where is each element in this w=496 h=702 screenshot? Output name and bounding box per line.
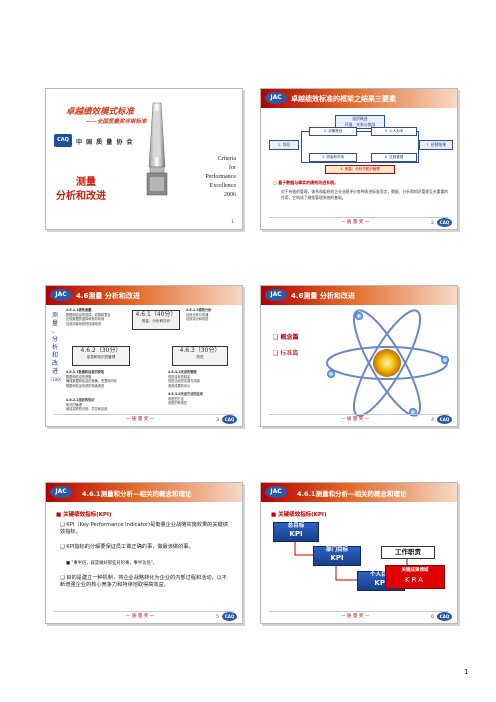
section-612: 4.6.1.2绩效分析 绩效分析与沟通 绩效评价和改进 [186, 308, 212, 322]
slide4-bullet-standard: ❑ 标准篇 [273, 350, 299, 357]
slide2-title: 卓越绩效标准的框架之结果三要素 [291, 95, 396, 103]
footer-mark: — 质 量 奖 — [341, 220, 370, 225]
slide5-title: 4.6.1测量和分析—相关的概念和理论 [82, 490, 192, 498]
section-621: 4.6.2.1数据和信息的获取 数据和信息的获取 确保数据和信息的准确、完整和可… [66, 370, 117, 388]
diagram-frame [301, 131, 419, 163]
slide-4: JAC 4.6测量 分析和改进 ❑ 概念篇 ❑ 标准篇 — 质 量 奖 — 4 … [260, 285, 458, 427]
org-kpi-box: 总目标 KPI [273, 522, 319, 542]
caq-footer-logo: CAQ [437, 612, 452, 621]
footer-mark: — 质 量 奖 — [126, 614, 155, 619]
box-461: 4.6.1（40分） 测量、分析和评价 [132, 310, 180, 330]
slide-page-number: 5 [216, 615, 219, 620]
diagram-process: 6. 过程管理 [371, 153, 417, 162]
slide6-subtitle: ■ 关键绩效指标(KPI) [271, 512, 327, 518]
slide-page-number: 1 [231, 220, 234, 225]
footer-mark: — 质 量 奖 — [126, 417, 155, 422]
slide-page-number: 3 [216, 418, 219, 423]
caq-footer-logo: CAQ [222, 612, 237, 621]
slide1-subtitle: ——全国质量奖评审标准 [86, 119, 147, 125]
slide5-subtitle: ■ 关键绩效指标(KPI) [56, 512, 112, 518]
slide-header [261, 89, 457, 108]
slide1-title: 卓越绩效模式标准 [66, 107, 135, 117]
slide-page-number: 6 [431, 615, 434, 620]
atom-icon [326, 309, 449, 417]
caq-footer-logo: CAQ [437, 218, 452, 227]
footer-divider [269, 217, 449, 218]
footer-divider [269, 414, 449, 415]
caq-footer-logo: CAQ [222, 415, 237, 424]
slide-header [261, 286, 457, 305]
caq-footer-logo: CAQ [437, 415, 452, 424]
diagram-people: 5. 以人为本 [371, 127, 417, 136]
slide2-body: 对于有效的管理，体系和组织的企业业绩评价各种改进标准而言，数据、分析和知识管理至… [281, 189, 449, 200]
slide5-paragraph-3: ❑ 目的是建立一种机制，将企业战略转化为企业的内部过程和活动，以不断增强企业的核… [60, 575, 228, 588]
criteria-text: Criteria for Performance Excellence 2006 [205, 156, 236, 198]
slide3-side-label: 测量 、分 析和 改进 （100） [48, 312, 64, 382]
footer-divider [269, 611, 449, 612]
org-name: 中 国 质 量 协 会 [76, 139, 134, 146]
slide1-main-title-1: 测量 [76, 177, 96, 188]
slide-1: 卓越绩效模式标准 ——全国质量奖评审标准 CAQ 中 国 质 量 协 会 Cri… [45, 88, 243, 230]
diagram-measurement: 4. 测量、分析与知识管理 [325, 165, 395, 174]
slide1-main-title-2: 分析和改进 [56, 191, 106, 202]
slide5-paragraph-1: ❑ KPI（Key Performance Indicator)是衡量企业战略实… [60, 522, 228, 535]
slide-3: JAC 4.6测量 分析和改进 测量 、分 析和 改进 （100） 4.6.1.… [45, 285, 243, 427]
footer-divider [54, 611, 234, 612]
diagram-strategy: 2. 战略策划 [309, 127, 357, 136]
section-622: 4.6.2.2组织的知识 知识的管理 最佳实践的识别、共享和应用 [66, 398, 108, 412]
slide-page-number: 2 [431, 221, 434, 226]
box-462: 4.6.2（30分） 信息和知识的管理 [72, 346, 130, 366]
slide-header [46, 483, 242, 502]
footer-mark: — 质 量 奖 — [341, 417, 370, 422]
slide4-title: 4.6测量 分析和改进 [291, 292, 355, 300]
slide2-bullet: □ 基于数据与事实的绩效改进系统。 [273, 180, 339, 185]
slide-page-number: 4 [431, 418, 434, 423]
section-631: 4.6.3.1改进的管理 改进目标的制定 改进活动的实施与测量 改进成果的评价 [168, 370, 200, 388]
diagram-customer: 3. 顾客和市场 [309, 153, 357, 162]
slide-header [261, 483, 457, 502]
document-page-number: 1 [464, 668, 469, 676]
jac-logo: JAC [265, 92, 287, 104]
slide-2: JAC 卓越绩效标准的框架之结果三要素 组织概述 环境、关系与挑战 1. 领导 … [260, 88, 458, 230]
kra-box: 关键成果领域 KRA [385, 565, 445, 589]
footer-divider [54, 414, 234, 415]
slide-6: JAC 4.6.1测量和分析—相关的概念和理论 ■ 关键绩效指标(KPI) 总目… [260, 482, 458, 624]
caq-logo: CAQ [54, 134, 72, 147]
diagram-org-profile: 组织概述 环境、关系与挑战 [335, 115, 385, 129]
slide4-bullet-concept: ❑ 概念篇 [273, 334, 299, 341]
jac-logo: JAC [265, 289, 287, 301]
section-632: 4.6.3.2改进方法的应用 改进的方法 改进的有效性 [168, 392, 203, 406]
trophy-icon [146, 102, 168, 196]
slide5-note: ■ "事半倍，就是做好那些对的事，事半功倍"。 [66, 561, 158, 566]
slide6-title: 4.6.1测量和分析—相关的概念和理论 [297, 490, 407, 498]
jac-logo: JAC [50, 289, 72, 301]
slide3-title: 4.6测量 分析和改进 [76, 292, 140, 300]
jac-logo: JAC [50, 486, 72, 498]
slide-5: JAC 4.6.1测量和分析—相关的概念和理论 ■ 关键绩效指标(KPI) ❑ … [45, 482, 243, 624]
diagram-results: 7. 经营结果 [419, 140, 453, 150]
slide-header [46, 286, 242, 305]
diagram-leadership: 1. 领导 [269, 140, 299, 150]
job-duty-box: 工作职责 [381, 546, 435, 559]
section-611: 4.6.1.1绩效测量 数据和信息的选择、收集和整合 比较数据的选择和有效利用 … [66, 308, 111, 326]
box-463: 4.6.3（30分） 改进 [172, 346, 228, 366]
jac-logo: JAC [265, 486, 287, 498]
footer-mark: — 质 量 奖 — [341, 614, 370, 619]
dept-kpi-box: 部门目标 KPI [313, 546, 361, 566]
slide5-paragraph-2: ❑ KPI指标的分解要保证员工做正确的事，做最该做的事。 [60, 544, 194, 550]
